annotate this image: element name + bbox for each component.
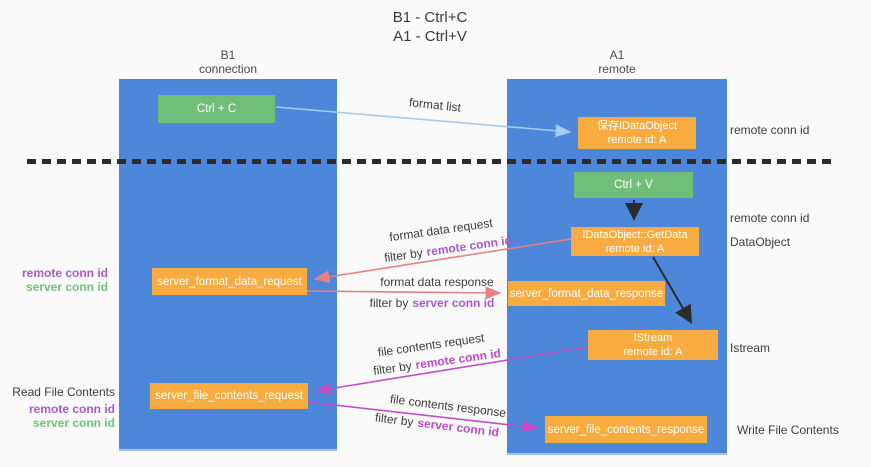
ctrl-c-box: Ctrl + C (158, 95, 275, 123)
right-istream-label: Istream (730, 341, 771, 355)
save-idataobject-line2: remote id: A (607, 134, 667, 146)
title-line-2: A1 - Ctrl+V (393, 28, 467, 45)
lane-b1-name: B1 (220, 48, 236, 62)
server-format-data-response-box: server_format_data_response (508, 281, 665, 306)
left-format-conn-ids: remote conn id server conn id (8, 266, 108, 294)
lane-a1-subtitle: remote (598, 62, 636, 76)
left-file-labels: Read File Contents remote conn id server… (8, 385, 115, 430)
filter-by-value: server conn id (416, 415, 500, 440)
format-data-response-label: format data response (380, 275, 494, 289)
server-file-contents-request-label: server_file_contents_request (155, 390, 303, 402)
read-file-contents-label: Read File Contents (12, 385, 115, 399)
save-idataobject-box: 保存IDataObject remote id: A (578, 117, 696, 149)
server-file-contents-request-box: server_file_contents_request (150, 383, 308, 409)
filter-by-prefix: filter by (374, 410, 415, 430)
filter-by-prefix: filter by (372, 358, 413, 378)
left-format-remote-conn-id: remote conn id (21, 266, 108, 280)
lane-a1-name: A1 (609, 48, 625, 62)
istream-line1: IStream (633, 332, 673, 344)
istream-line2: remote id: A (623, 346, 683, 358)
server-format-data-request-box: server_format_data_request (152, 268, 307, 295)
filter-by-prefix: filter by (383, 245, 424, 265)
istream-box: IStream remote id: A (588, 330, 718, 360)
save-idataobject-line1: 保存IDataObject (596, 120, 678, 132)
title-line-1: B1 - Ctrl+C (392, 9, 468, 26)
filter-by-value: server conn id (412, 296, 495, 310)
server-file-contents-response-label: server_file_contents_response (547, 423, 705, 436)
lane-b1-subtitle: connection (198, 62, 258, 76)
format-list-label: format list (408, 95, 462, 115)
right-ctrlv-remote-conn-id: remote conn id (730, 211, 810, 225)
right-dataobject-label: DataObject (730, 235, 791, 249)
left-file-server-conn-id: server conn id (32, 416, 115, 430)
idataobject-getdata-box: IDataObject::GetData remote id: A (571, 227, 699, 256)
diagram-title: B1 - Ctrl+C A1 - Ctrl+V (280, 8, 580, 46)
server-format-data-response-label: server_format_data_response (509, 287, 664, 300)
server-format-data-request-label: server_format_data_request (157, 275, 302, 288)
server-file-contents-response-box: server_file_contents_response (545, 416, 707, 443)
lane-header-a1: A1 remote (507, 48, 727, 76)
getdata-line2: remote id: A (605, 242, 665, 255)
left-format-server-conn-id: server conn id (25, 280, 108, 294)
lane-header-b1: B1 connection (119, 48, 337, 76)
ctrl-c-label: Ctrl + C (196, 103, 237, 115)
filter-by-prefix: filter by (369, 296, 409, 310)
session-divider-dashed-line (27, 159, 833, 164)
getdata-line1: IDataObject::GetData (582, 228, 688, 241)
left-file-remote-conn-id: remote conn id (28, 402, 115, 416)
right-save-remote-conn-id: remote conn id (730, 123, 810, 137)
write-file-contents-label: Write File Contents (737, 423, 839, 437)
ctrl-v-label: Ctrl + V (614, 179, 653, 191)
ctrl-v-box: Ctrl + V (574, 172, 693, 198)
